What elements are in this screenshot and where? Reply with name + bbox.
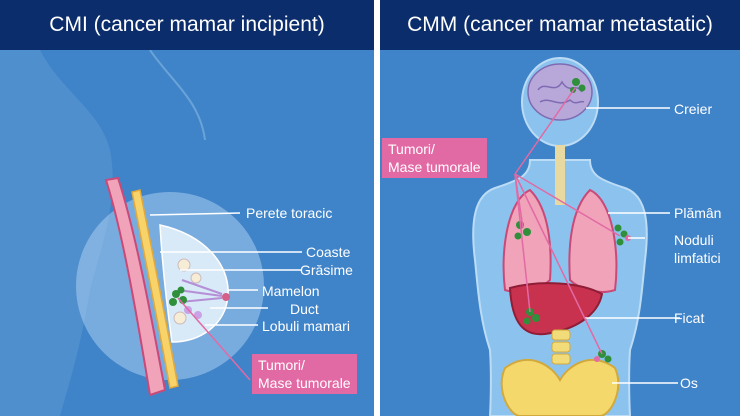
brain [527,63,593,121]
tumor-label-line1: Tumori/ [388,141,435,157]
tumor-label-line2: Mase tumorale [388,159,481,175]
label-brain: Creier [674,101,713,117]
nipple [222,293,230,301]
label-chest-wall: Perete toracic [246,205,333,221]
lymph-node-tumors [614,224,628,246]
tumor-label-box: Tumori/ Mase tumorale [382,138,487,178]
label-bone: Os [680,375,698,391]
ribs [131,189,179,389]
label-lymph-line1: Noduli [674,232,714,248]
label-lymph-line2: limfatici [674,250,721,266]
label-lung: Plămân [674,205,722,221]
panel-title: CMM (cancer mamar metastatic) [380,0,740,50]
label-duct: Duct [290,301,319,317]
body-metastasis-illustration [472,57,680,416]
early-breast-cancer-panel: CMI (cancer mamar incipient) [0,0,374,416]
label-fat: Grăsime [300,262,353,278]
spine [551,329,571,365]
label-liver: Ficat [674,310,705,326]
chest-wall [104,176,167,397]
metastatic-breast-cancer-panel: CMM (cancer mamar metastatic) [380,0,740,416]
tumor-label-line2: Mase tumorale [258,375,351,391]
tumor-label-box: Tumori/ Mase tumorale [252,354,357,394]
label-lobules: Lobuli mamari [262,318,350,334]
label-ribs: Coaste [306,244,351,260]
tumor-label-line1: Tumori/ [258,357,305,373]
label-nipple: Mamelon [262,283,320,299]
pelvis [500,359,620,416]
panel-title: CMI (cancer mamar incipient) [0,0,374,50]
brain-tumor [570,78,586,93]
breast-crosssection-illustration [0,50,302,416]
